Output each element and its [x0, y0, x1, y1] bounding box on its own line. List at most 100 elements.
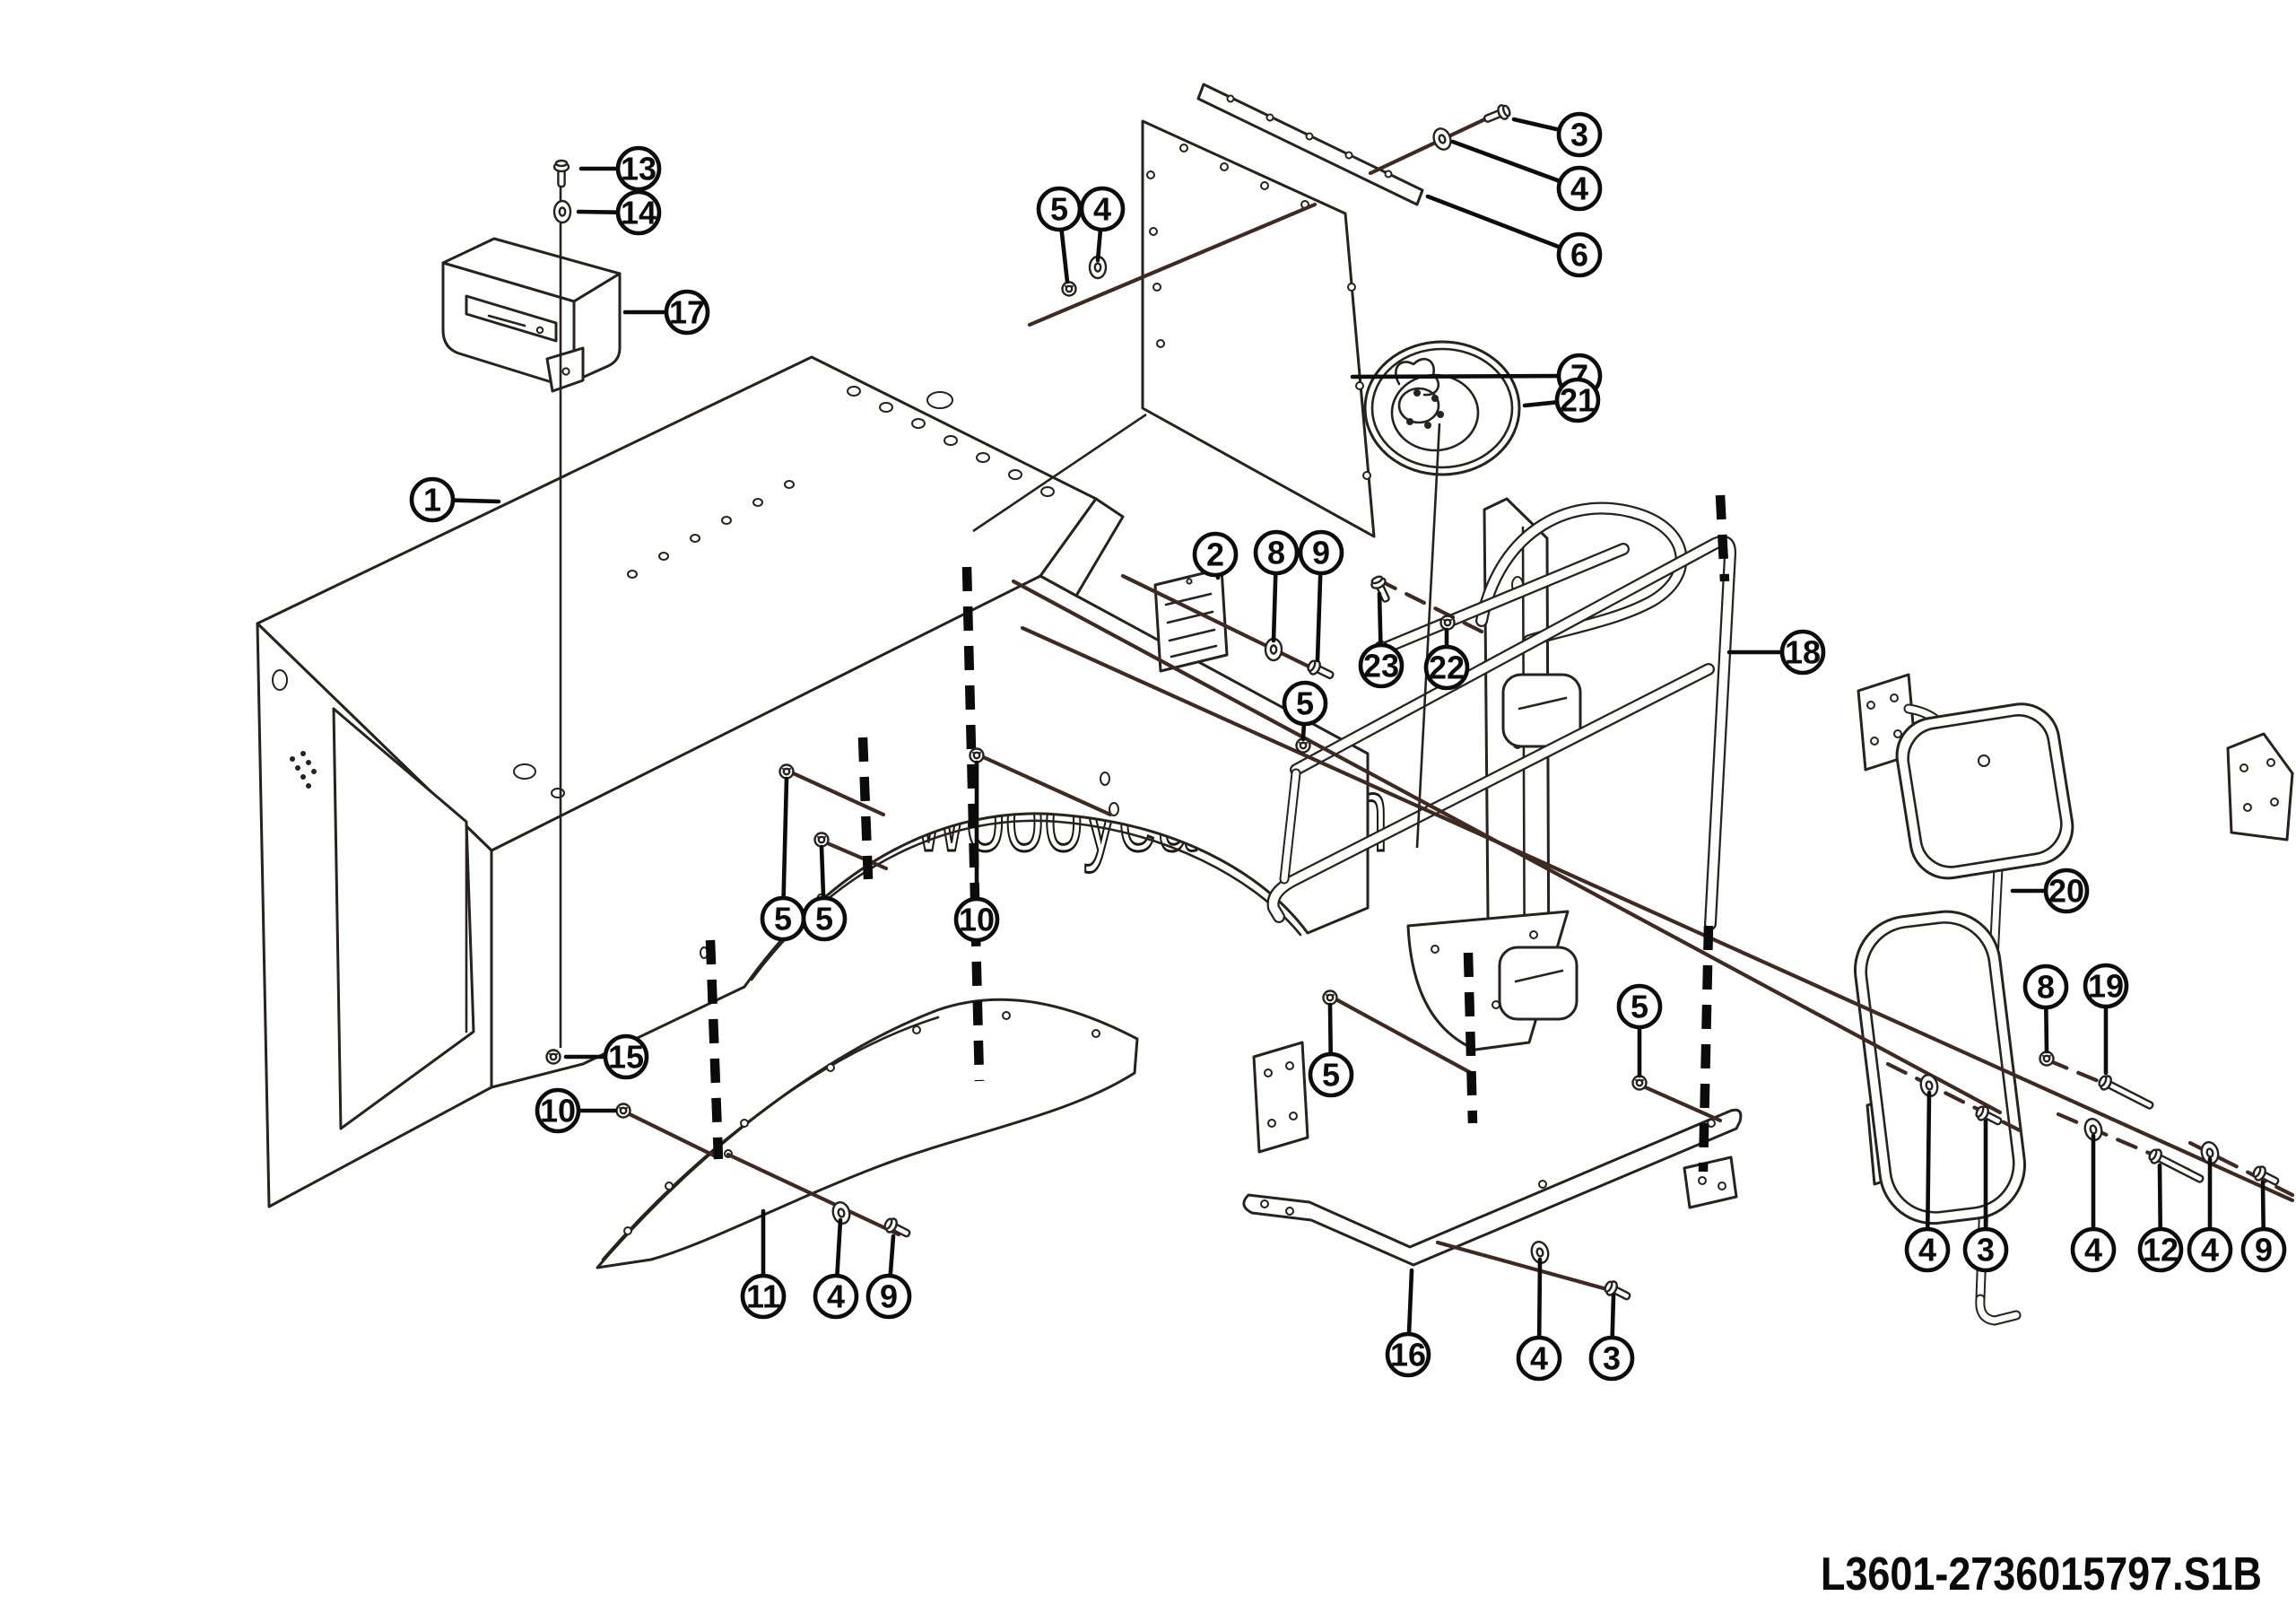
part-17-cover-bracket[interactable]: [441, 237, 622, 393]
callout-8[interactable]: 8: [2022, 964, 2069, 1054]
callout-circle[interactable]: [2043, 868, 2090, 914]
callout-circle[interactable]: [615, 189, 662, 236]
callout-circle[interactable]: [1556, 165, 1603, 212]
callout-circle[interactable]: [1308, 1051, 1354, 1098]
part-2-louver-plate[interactable]: [1153, 567, 1229, 673]
callout-1[interactable]: 1: [409, 476, 501, 523]
callout-circle[interactable]: [2070, 1226, 2117, 1273]
callout-leader: [888, 1234, 896, 1278]
callout-10[interactable]: 10: [535, 1087, 618, 1134]
callout-5[interactable]: 5: [760, 776, 806, 942]
callout-5[interactable]: 5: [801, 844, 848, 942]
callout-circle[interactable]: [1588, 1335, 1635, 1382]
callout-circle[interactable]: [813, 1273, 859, 1320]
callout-21[interactable]: 21: [1522, 377, 1601, 423]
callout-number: 12: [2143, 1232, 2179, 1269]
callout-5[interactable]: 5: [1036, 186, 1083, 284]
part-16-lower-strip[interactable]: [1242, 1108, 1743, 1267]
part-6-mount-strip[interactable]: [1196, 83, 1424, 206]
callout-circle[interactable]: [740, 1273, 787, 1320]
part-11-fender-extension[interactable]: [596, 998, 1139, 1269]
callout-circle[interactable]: [1253, 529, 1300, 576]
callout-5[interactable]: 5: [1308, 1002, 1354, 1098]
callout-circle[interactable]: [1516, 1335, 1562, 1382]
callout-number: 4: [1530, 1340, 1548, 1377]
callout-circle[interactable]: [2187, 1226, 2233, 1273]
callout-circle[interactable]: [603, 1033, 649, 1080]
callout-12[interactable]: 12: [2137, 1163, 2184, 1273]
callout-10[interactable]: 10: [953, 760, 1000, 943]
callout-11[interactable]: 11: [740, 1208, 787, 1320]
callout-circle[interactable]: [1423, 644, 1470, 691]
callout-circle[interactable]: [615, 145, 662, 192]
callout-17[interactable]: 17: [622, 289, 710, 336]
callout-14[interactable]: 14: [576, 189, 662, 236]
callout-4[interactable]: 4: [1516, 1257, 1562, 1382]
callout-circle[interactable]: [1779, 629, 1826, 676]
callout-circle[interactable]: [1904, 1226, 1951, 1273]
callout-6[interactable]: 6: [1425, 194, 1603, 278]
callout-circle[interactable]: [1385, 1331, 1431, 1378]
callout-number: 11: [746, 1278, 780, 1315]
callout-4[interactable]: 4: [813, 1217, 859, 1320]
callout-4[interactable]: 4: [1079, 186, 1126, 263]
callout-20[interactable]: 20: [2010, 868, 2090, 914]
callout-circle[interactable]: [1554, 377, 1601, 423]
callout-22[interactable]: 22: [1423, 627, 1470, 691]
callout-circle[interactable]: [2137, 1226, 2184, 1273]
callout-circle[interactable]: [1298, 529, 1344, 576]
part-1-fender-deck[interactable]: [256, 355, 1370, 1208]
callout-circle[interactable]: [664, 289, 710, 336]
longbolt-icon: [2148, 1148, 2205, 1183]
callout-23[interactable]: 23: [1358, 591, 1405, 689]
callout-circle[interactable]: [801, 895, 848, 942]
callout-15[interactable]: 15: [563, 1033, 649, 1080]
callout-8[interactable]: 8: [1253, 529, 1300, 643]
callout-4[interactable]: 4: [2187, 1156, 2233, 1273]
callout-9[interactable]: 9: [2240, 1180, 2287, 1273]
callout-circle[interactable]: [535, 1087, 581, 1134]
callout-circle[interactable]: [1616, 983, 1663, 1030]
part-support-column[interactable]: [1252, 497, 1688, 1154]
callout-circle[interactable]: [953, 896, 1000, 943]
callout-circle[interactable]: [1192, 531, 1239, 578]
bolt-icon: [883, 1217, 911, 1238]
callout-2[interactable]: 2: [1192, 531, 1239, 580]
callout-circle[interactable]: [1358, 642, 1405, 689]
part-7-panel-plate[interactable]: [1141, 119, 1376, 538]
callout-circle[interactable]: [1556, 231, 1603, 278]
callout-circle[interactable]: [865, 1273, 912, 1320]
callout-18[interactable]: 18: [1726, 629, 1826, 676]
part-20-mirror-assembly[interactable]: [1849, 673, 2294, 1326]
callout-leader: [1925, 1090, 1932, 1232]
callout-circle[interactable]: [2083, 963, 2129, 1009]
callout-4[interactable]: 4: [2070, 1133, 2117, 1273]
parts-lineart: [256, 83, 2294, 1326]
hidden-edge-dash: [1715, 494, 1730, 582]
callout-5[interactable]: 5: [1616, 983, 1663, 1078]
part-21-horn-disc[interactable]: [1363, 340, 1521, 476]
callout-3[interactable]: 3: [1511, 111, 1603, 158]
callout-4[interactable]: 4: [1450, 139, 1603, 212]
callout-13[interactable]: 13: [578, 145, 662, 192]
callout-circle[interactable]: [1079, 186, 1126, 232]
callout-9[interactable]: 9: [1298, 529, 1344, 663]
callout-5[interactable]: 5: [1282, 680, 1328, 742]
callout-circle[interactable]: [1556, 111, 1603, 158]
callout-circle[interactable]: [1962, 1226, 2009, 1273]
callout-circle[interactable]: [2240, 1226, 2287, 1273]
callout-3[interactable]: 3: [1588, 1293, 1635, 1382]
callout-number: 4: [827, 1278, 845, 1315]
washer-icon: [1919, 1073, 1939, 1098]
callout-circle[interactable]: [409, 476, 456, 523]
callout-3[interactable]: 3: [1962, 1119, 2009, 1273]
callout-number: 9: [880, 1278, 898, 1315]
callout-circle[interactable]: [2022, 964, 2069, 1010]
callout-leader: [2044, 1005, 2049, 1054]
callout-circle[interactable]: [1282, 680, 1328, 727]
callout-4[interactable]: 4: [1904, 1090, 1951, 1273]
callout-16[interactable]: 16: [1385, 1268, 1431, 1378]
callout-number: 13: [621, 151, 657, 187]
callout-9[interactable]: 9: [865, 1234, 912, 1320]
callout-19[interactable]: 19: [2083, 963, 2129, 1076]
